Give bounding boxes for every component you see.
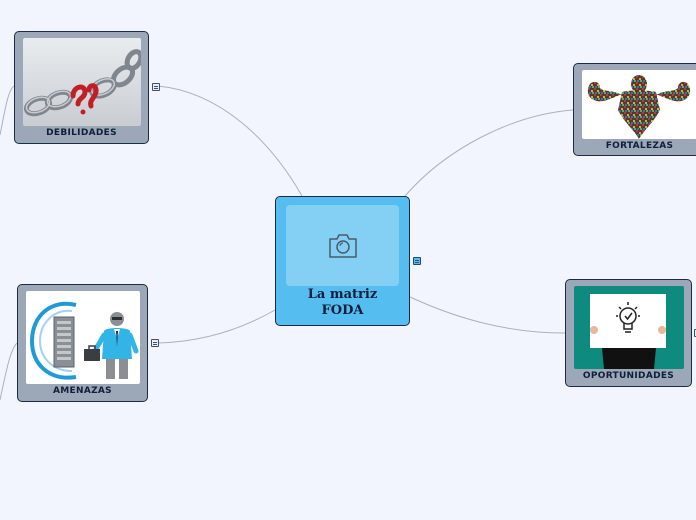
central-title-line-1: La matriz	[307, 287, 378, 302]
connector-oportunidades	[409, 296, 566, 334]
muscle-figure-image	[582, 70, 696, 139]
note-icon[interactable]	[151, 339, 159, 347]
node-label: DEBILIDADES	[46, 128, 117, 138]
connector-debilidades	[157, 85, 303, 197]
lightbulb-sign-image	[574, 286, 684, 369]
node-label: OPORTUNIDADES	[582, 371, 675, 381]
connector-left-edge-bottom	[0, 342, 18, 401]
node-label: FORTALEZAS	[605, 141, 674, 151]
camera-icon	[329, 234, 357, 258]
central-title-line-2: FODA	[321, 303, 364, 318]
connector-left-edge-top	[0, 85, 15, 136]
image-placeholder[interactable]	[286, 205, 399, 286]
node-fortalezas[interactable]: FORTALEZAS	[573, 63, 696, 156]
connector-amenazas	[157, 309, 276, 344]
note-icon[interactable]	[413, 257, 421, 265]
broken-chain-image	[23, 38, 141, 126]
note-icon[interactable]	[152, 83, 160, 91]
connector-fortalezas	[404, 109, 574, 197]
node-debilidades[interactable]: DEBILIDADES	[14, 31, 149, 144]
node-label: AMENAZAS	[53, 386, 112, 396]
central-topic[interactable]: La matriz FODA	[275, 196, 410, 326]
central-title: La matriz FODA	[276, 287, 409, 319]
node-oportunidades[interactable]: OPORTUNIDADES	[565, 279, 692, 387]
node-amenazas[interactable]: AMENAZAS	[17, 284, 148, 402]
note-icon[interactable]	[694, 329, 696, 337]
lightbulb-icon	[616, 302, 640, 333]
businessman-server-image	[26, 291, 140, 384]
